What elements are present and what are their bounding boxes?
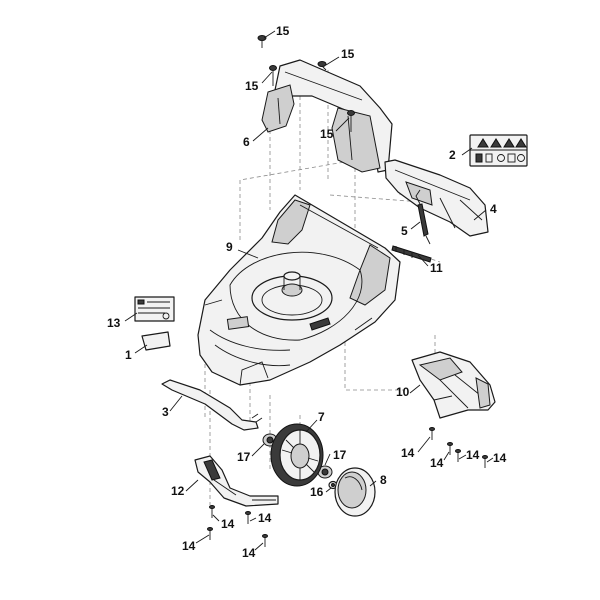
bolt-d (262, 534, 268, 547)
callout-14-a: 14 (221, 517, 235, 531)
callout-14-c: 14 (182, 539, 196, 553)
callout-15-top-right: 15 (341, 47, 355, 61)
callout-7: 7 (318, 410, 325, 424)
screw-middle (347, 110, 355, 132)
warning-label (469, 134, 528, 167)
callout-14-g: 14 (466, 448, 480, 462)
callout-10: 10 (396, 385, 410, 399)
side-discharge-chute (411, 351, 496, 419)
callout-17-left: 17 (237, 450, 251, 464)
info-label (134, 296, 175, 322)
handle-bracket (261, 59, 393, 173)
callout-15-left: 15 (245, 79, 259, 93)
rear-axle (161, 379, 263, 431)
mower-deck (197, 194, 401, 386)
callout-4: 4 (490, 202, 497, 216)
height-adjust-bracket (194, 455, 279, 507)
callout-16: 16 (310, 485, 324, 499)
callout-5: 5 (401, 224, 408, 238)
callout-14-b: 14 (258, 511, 272, 525)
callout-14-f: 14 (430, 456, 444, 470)
callout-13: 13 (107, 316, 121, 330)
bolt-h (482, 455, 488, 468)
screw-top (257, 35, 267, 48)
callout-14-h: 14 (493, 451, 507, 465)
bolt-a (209, 505, 215, 518)
bolt-g (455, 449, 461, 462)
spring-rod (415, 189, 431, 245)
callout-6: 6 (243, 135, 250, 149)
hub-cap (334, 467, 376, 517)
callout-15-middle: 15 (320, 127, 334, 141)
bolt-f (447, 442, 453, 455)
wheel-bushing-right (317, 465, 333, 479)
callout-9: 9 (226, 240, 233, 254)
screw-top-right (317, 61, 327, 71)
callout-2: 2 (449, 148, 456, 162)
bolt-c (207, 527, 213, 540)
callout-14-e: 14 (401, 446, 415, 460)
callout-8: 8 (380, 473, 387, 487)
callout-17-right: 17 (333, 448, 347, 462)
wheel (270, 423, 324, 487)
callout-11: 11 (430, 261, 443, 275)
callout-leaders (124, 30, 494, 551)
screw-left (269, 65, 277, 86)
callout-1: 1 (125, 348, 132, 362)
callout-3: 3 (162, 405, 169, 419)
small-plate (141, 331, 171, 351)
bolt-b (245, 511, 251, 524)
bolts (207, 427, 488, 547)
callout-15-top: 15 (276, 24, 290, 38)
callout-14-d: 14 (242, 546, 256, 560)
callouts: 15 15 15 15 6 2 4 5 9 11 13 1 10 3 7 17 … (107, 24, 507, 560)
screws (257, 35, 355, 132)
bolt-e (429, 427, 435, 440)
callout-12: 12 (171, 484, 185, 498)
